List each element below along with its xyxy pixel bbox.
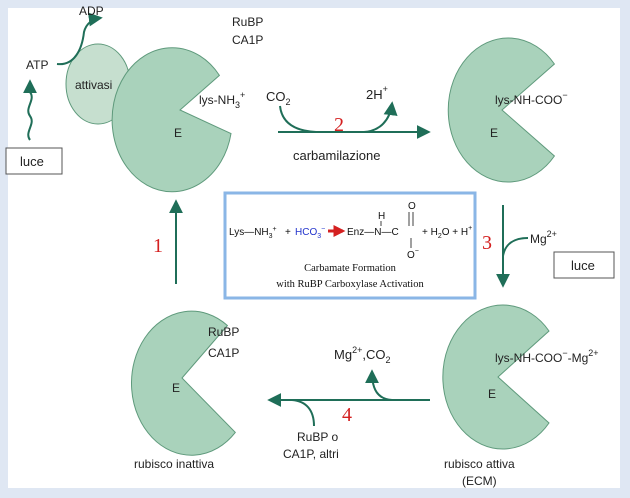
step-3-number: 3 xyxy=(482,232,492,254)
ca1p-label-bottom-left: CA1P xyxy=(208,346,239,360)
light-label-right: luce xyxy=(571,258,595,273)
atp-to-adp-arrow xyxy=(56,12,103,66)
inactive-rubisco-label: rubisco inattiva xyxy=(134,457,214,471)
step-1-activation: 1 xyxy=(153,199,183,284)
enzyme-letter-bottom-right: E xyxy=(488,387,496,401)
ecm-label: (ECM) xyxy=(462,474,497,488)
step-2-carbamylation: CO2 2H+ 2 carbamilazione xyxy=(266,84,431,163)
active-site-label-top-left: lys-NH3+ xyxy=(199,90,245,110)
atp-label: ATP xyxy=(26,58,48,72)
enzyme-letter-top-right: E xyxy=(490,126,498,140)
mg-label: Mg2+ xyxy=(530,229,557,246)
top-left-enzyme-group: attivasi RuBP CA1P lys-NH3+ E ADP ATP lu… xyxy=(5,4,263,193)
co2-label: CO2 xyxy=(266,89,291,107)
mg-input-curve xyxy=(502,237,529,257)
ca1p-label-top-left: CA1P xyxy=(232,33,263,47)
step-4-number: 4 xyxy=(342,404,352,426)
light-label-top-left: luce xyxy=(20,154,44,169)
enzyme-letter-bottom-left: E xyxy=(172,381,180,395)
top-right-enzyme-group: lys-NH-COO− E xyxy=(447,37,568,183)
enzyme-top-left-shape xyxy=(111,47,232,193)
rubp-label-bottom-left: RuBP xyxy=(208,325,239,339)
enzyme-carbamate-formula: Enz—N—C xyxy=(347,227,399,238)
step-3-mg-binding: Mg2+ 3 luce xyxy=(482,205,615,288)
active-site-label-bottom-right: lys-NH-COO−-Mg2+ xyxy=(495,348,599,365)
plus-sign: + xyxy=(285,227,291,238)
carbamate-h-atom: H xyxy=(378,211,385,222)
enzyme-top-right-shape xyxy=(447,37,556,183)
lysine-amine-formula: Lys—NH3+ xyxy=(229,226,277,240)
enzyme-letter-top-left: E xyxy=(174,126,182,140)
enzyme-bottom-left-shape xyxy=(131,310,236,456)
inset-caption-line-2: with RuBP Carboxylase Activation xyxy=(276,279,424,290)
h-plus-output-curve xyxy=(363,101,398,133)
step-1-number: 1 xyxy=(153,235,163,257)
wavy-light-arrow-icon xyxy=(23,79,37,141)
inset-box xyxy=(223,191,477,300)
rubp-label-top-left: RuBP xyxy=(232,15,263,29)
activase-label: attivasi xyxy=(75,78,112,92)
step-4-inhibition: Mg2+,CO2 4 RuBP o CA1P, altri xyxy=(267,345,430,461)
water-proton-products: + H2O + H+ xyxy=(422,225,472,240)
carbamate-bottom-oxygen: O− xyxy=(407,248,419,261)
active-site-label-top-right: lys-NH-COO− xyxy=(495,90,568,107)
step-2-number: 2 xyxy=(334,114,344,136)
co2-input-curve xyxy=(279,105,317,133)
h-plus-label: 2H+ xyxy=(366,84,388,102)
enzyme-bottom-right-shape xyxy=(442,304,550,450)
rubp-input-curve xyxy=(291,399,315,427)
mg-co2-output-curve xyxy=(365,369,393,401)
light-box-right xyxy=(553,251,615,279)
bottom-right-enzyme-group: lys-NH-COO−-Mg2+ E rubisco attiva (ECM) xyxy=(442,304,599,488)
rubp-or-label: RuBP o xyxy=(297,430,338,444)
mg-co2-label: Mg2+,CO2 xyxy=(334,345,390,365)
carbamate-top-oxygen: O xyxy=(408,201,416,212)
carbamylation-label: carbamilazione xyxy=(293,148,380,163)
light-box-top-left xyxy=(5,147,63,175)
adp-label: ADP xyxy=(79,4,104,18)
bicarbonate-formula: HCO3− xyxy=(295,226,325,240)
inset-caption-line-1: Carbamate Formation xyxy=(304,263,397,274)
carbamate-inset: Lys—NH3+ + HCO3− Enz—N—C H O O− + H2O + … xyxy=(223,191,477,300)
active-rubisco-label: rubisco attiva xyxy=(444,457,515,471)
bottom-left-enzyme-group: RuBP CA1P E rubisco inattiva xyxy=(131,310,239,471)
ca1p-others-label: CA1P, altri xyxy=(283,447,339,461)
